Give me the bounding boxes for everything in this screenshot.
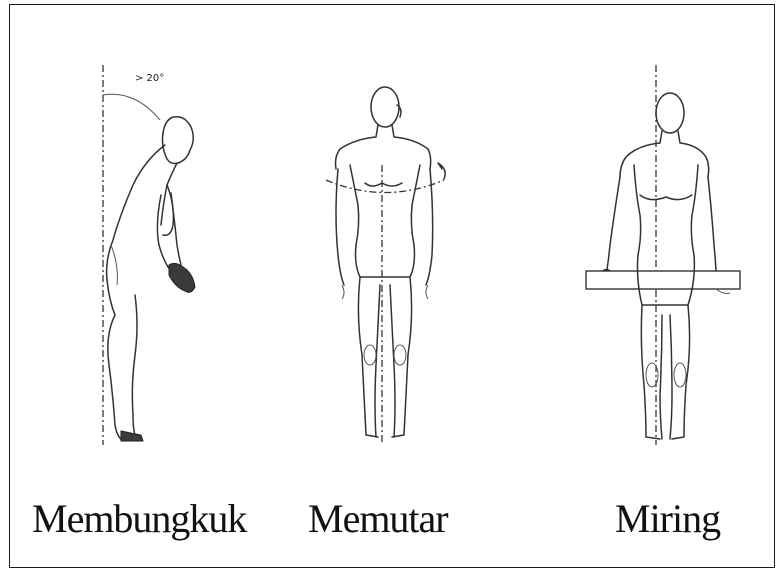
twisting-posture-figure <box>310 65 460 450</box>
caption-memutar: Memutar <box>308 499 448 539</box>
caption-miring: Miring <box>615 499 720 539</box>
table-bar <box>586 271 740 289</box>
leaning-posture-figure <box>580 65 750 450</box>
figure-frame: > 20° <box>9 4 775 568</box>
rotation-line <box>326 180 444 193</box>
bend-angle-label: > 20° <box>135 73 164 84</box>
caption-membungkuk: Membungkuk <box>32 499 246 539</box>
bending-posture-figure: > 20° <box>75 65 225 450</box>
angle-arc <box>103 94 160 120</box>
